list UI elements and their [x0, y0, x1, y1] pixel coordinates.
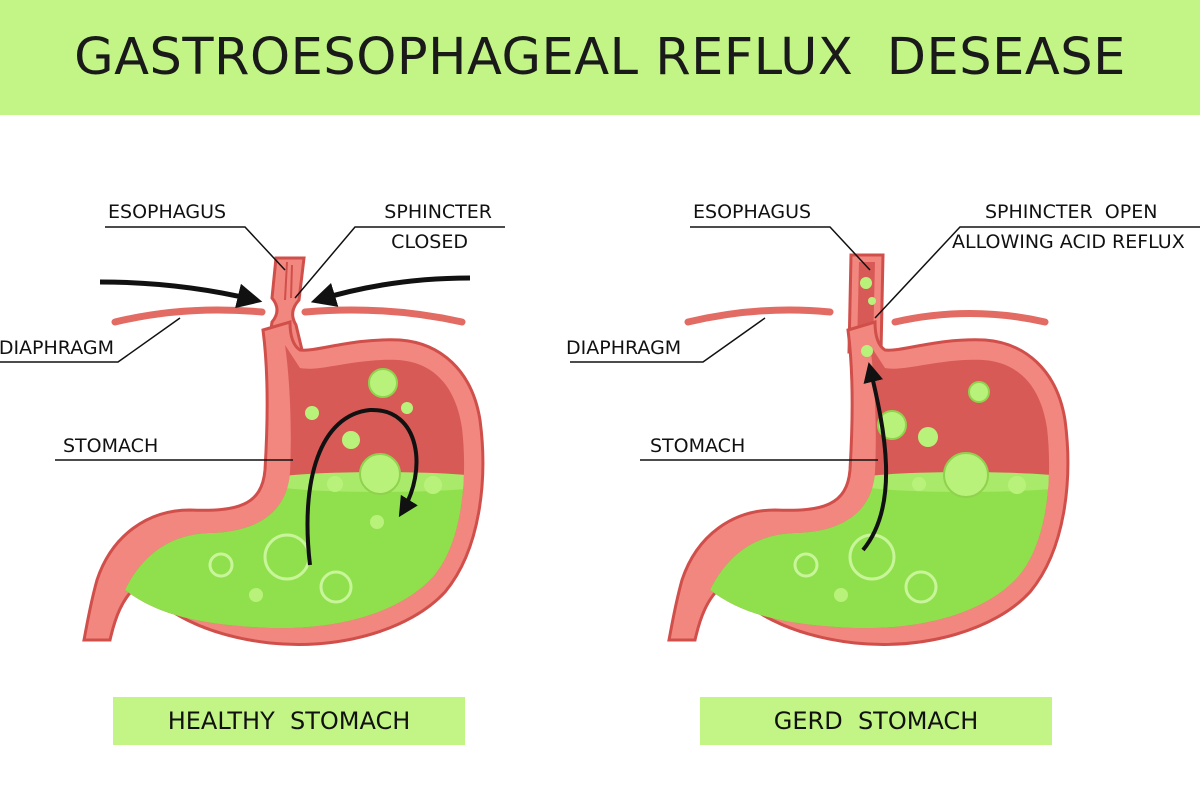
diaphragm-leader-line: [0, 317, 181, 363]
diaphragm-label-healthy: DIAPHRAGM: [0, 337, 114, 359]
diaphragm-right-part: [301, 306, 466, 326]
acid-circulation-arrow: [305, 407, 419, 566]
diaphragm-right-part: [891, 310, 1049, 326]
sphincter-leader-line: [874, 226, 1200, 319]
gerd-stomach-caption: GERD STOMACH: [700, 697, 1052, 745]
page-title: GASTROESOPHAGEAL REFLUX DESEASE: [74, 28, 1126, 87]
diaphragm-label-gerd: DIAPHRAGM: [566, 337, 682, 359]
sphincter-label-line2-gerd: ALLOWING ACID REFLUX: [952, 231, 1185, 253]
stomach-label-gerd: STOMACH: [650, 435, 746, 457]
sphincter-leader-line: [294, 226, 505, 299]
esophagus-label-gerd: ESOPHAGUS: [693, 201, 812, 223]
healthy-stomach-caption: HEALTHY STOMACH: [113, 697, 465, 745]
pressure-arrow-right: [310, 275, 471, 307]
esophagus-label-healthy: ESOPHAGUS: [108, 201, 227, 223]
healthy-stomach: [0, 226, 505, 646]
esophagus-leader-line: [105, 226, 286, 271]
sphincter-label-line2-healthy: CLOSED: [391, 231, 468, 253]
diaphragm-left-part: [684, 306, 834, 326]
pressure-arrow-left: [99, 279, 263, 309]
acid-bubble: [368, 368, 398, 398]
esophagus-leader-line: [690, 226, 871, 271]
stomach-label-healthy: STOMACH: [63, 435, 159, 457]
title-banner: GASTROESOPHAGEAL REFLUX DESEASE: [0, 0, 1200, 115]
reflux-arrow: [861, 362, 889, 552]
diaphragm-left-part: [111, 306, 266, 326]
refluxing-acid: [860, 277, 872, 289]
sphincter-label-line1-gerd: SPHINCTER OPEN: [985, 201, 1158, 223]
diaphragm-leader-line: [570, 317, 766, 363]
sphincter-label-line1-healthy: SPHINCTER: [384, 201, 492, 223]
